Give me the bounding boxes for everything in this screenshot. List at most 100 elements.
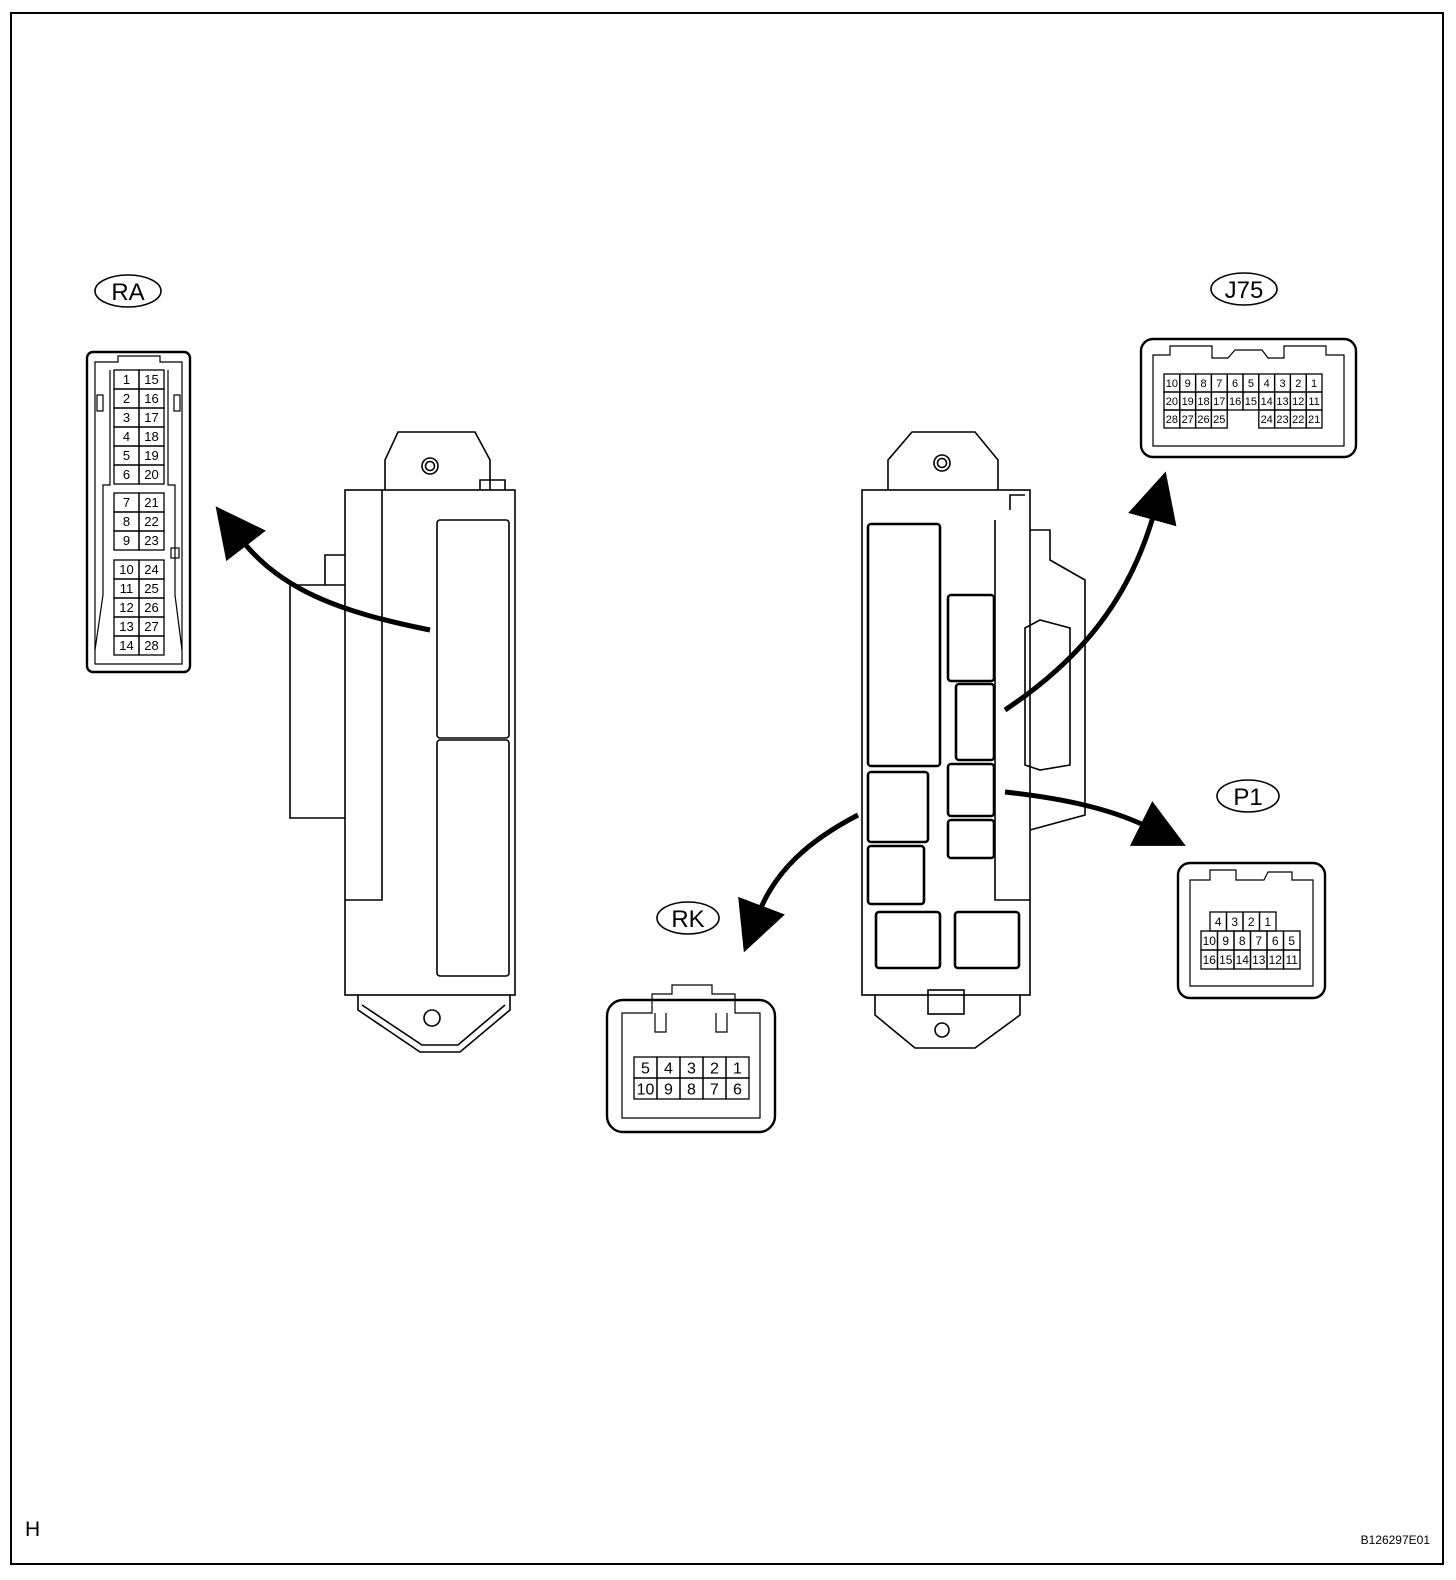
ra-pin-number: 24 [144,562,158,577]
ra-pin-number: 5 [123,448,130,463]
rk-pin-number: 10 [637,1081,655,1098]
ra-pin-number: 6 [123,467,130,482]
p1-pin-number: 6 [1272,934,1279,948]
ra-pin-number: 28 [144,638,158,653]
figure-frame [10,12,1444,1565]
j75-pin-number: 23 [1276,414,1288,426]
ra-pin-number: 10 [119,562,133,577]
ra-pin-number: 18 [144,429,158,444]
ra-pin-number: 25 [144,581,158,596]
ra-pin-number: 14 [119,638,133,653]
left-ecu-unit [289,431,516,1053]
j75-pin-number: 26 [1197,414,1209,426]
label-ra: RA [94,274,162,308]
j75-pin-number: 6 [1232,378,1238,390]
label-rk: RK [656,901,720,935]
j75-pin-number: 22 [1292,414,1304,426]
ra-pin-number: 21 [144,495,158,510]
j75-pin-number: 15 [1245,396,1257,408]
rk-pin-number: 7 [710,1081,719,1098]
p1-pin-number: 10 [1203,934,1217,948]
j75-pin-number: 24 [1261,414,1273,426]
rk-pin-number: 3 [687,1060,696,1077]
p1-pin-number: 5 [1288,934,1295,948]
arrow-to-p1 [1004,789,1186,846]
rk-pin-number: 5 [641,1060,650,1077]
ra-pin-number: 13 [119,619,133,634]
p1-pin-cell [1282,949,1301,970]
j75-pin-number: 3 [1279,378,1285,390]
ra-pin-cell [138,635,165,656]
j75-pin-number: 9 [1185,378,1191,390]
rk-pin-number: 9 [664,1081,673,1098]
ra-pin-number: 23 [144,533,158,548]
j75-pin-number: 8 [1200,378,1206,390]
p1-pin-number: 15 [1219,953,1233,967]
rk-pin-number: 2 [710,1060,719,1077]
p1-pin-number: 1 [1264,915,1271,929]
j75-pin-number: 19 [1182,396,1194,408]
j75-pin-number: 16 [1229,396,1241,408]
j75-pin-number: 5 [1248,378,1254,390]
j75-pin-number: 10 [1166,378,1178,390]
j75-pin-number: 18 [1197,396,1209,408]
j75-pin-number: 12 [1292,396,1304,408]
ra-pin-number: 20 [144,467,158,482]
j75-pin-number: 14 [1261,396,1273,408]
rk-pin-cell [725,1077,750,1100]
j75-pin-number: 17 [1213,396,1225,408]
j75-pin-number: 21 [1308,414,1320,426]
j75-pin-number: 11 [1308,396,1319,408]
p1-pin-number: 11 [1286,953,1299,967]
j75-pin-cell [1210,409,1228,429]
connector-arrows [215,471,1186,953]
svg-text:RK: RK [671,906,704,933]
ra-pin-number: 11 [120,581,134,596]
label-j75: J75 [1210,272,1278,306]
ra-pin-cell [138,464,165,485]
arrow-to-rk [738,812,860,953]
ra-pin-cell [138,530,165,551]
p1-pin-number: 7 [1255,934,1262,948]
j75-pin-number: 4 [1264,378,1270,390]
arrow-to-ra [215,506,431,633]
j75-pin-number: 20 [1166,396,1178,408]
p1-pin-number: 2 [1248,915,1255,929]
p1-pin-number: 16 [1203,953,1217,967]
p1-pin-number: 14 [1236,953,1250,967]
ra-pin-number: 3 [123,410,130,425]
j75-pin-number: 7 [1216,378,1222,390]
ra-pin-number: 15 [144,372,158,387]
ra-pin-number: 1 [123,372,130,387]
rk-pin-number: 6 [733,1081,742,1098]
ra-pin-number: 26 [144,600,158,615]
label-p1: P1 [1216,779,1280,813]
ra-pin-number: 12 [119,600,133,615]
rk-pin-number: 4 [664,1060,673,1077]
rk-pin-number: 1 [733,1060,742,1077]
j75-pin-number: 25 [1213,414,1225,426]
p1-pin-number: 4 [1215,915,1222,929]
j75-pin-number: 28 [1166,414,1178,426]
svg-text:J75: J75 [1225,277,1264,304]
right-ecu-unit [861,431,1086,1049]
ra-pin-number: 22 [144,514,158,529]
p1-pin-number: 9 [1222,934,1229,948]
arrow-to-j75 [1003,471,1177,713]
j75-pin-cell [1305,409,1323,429]
ra-pin-number: 27 [144,619,158,634]
j75-pin-number: 27 [1182,414,1194,426]
ra-pin-number: 8 [123,514,130,529]
p1-pin-number: 3 [1231,915,1238,929]
j75-pin-number: 2 [1295,378,1301,390]
ra-pin-number: 4 [123,429,130,444]
ra-pin-number: 2 [123,391,130,406]
ra-pin-number: 7 [123,495,130,510]
p1-pin-number: 12 [1269,953,1283,967]
ra-pin-number: 19 [144,448,158,463]
j75-pin-number: 1 [1311,378,1317,390]
rk-pin-number: 8 [687,1081,696,1098]
